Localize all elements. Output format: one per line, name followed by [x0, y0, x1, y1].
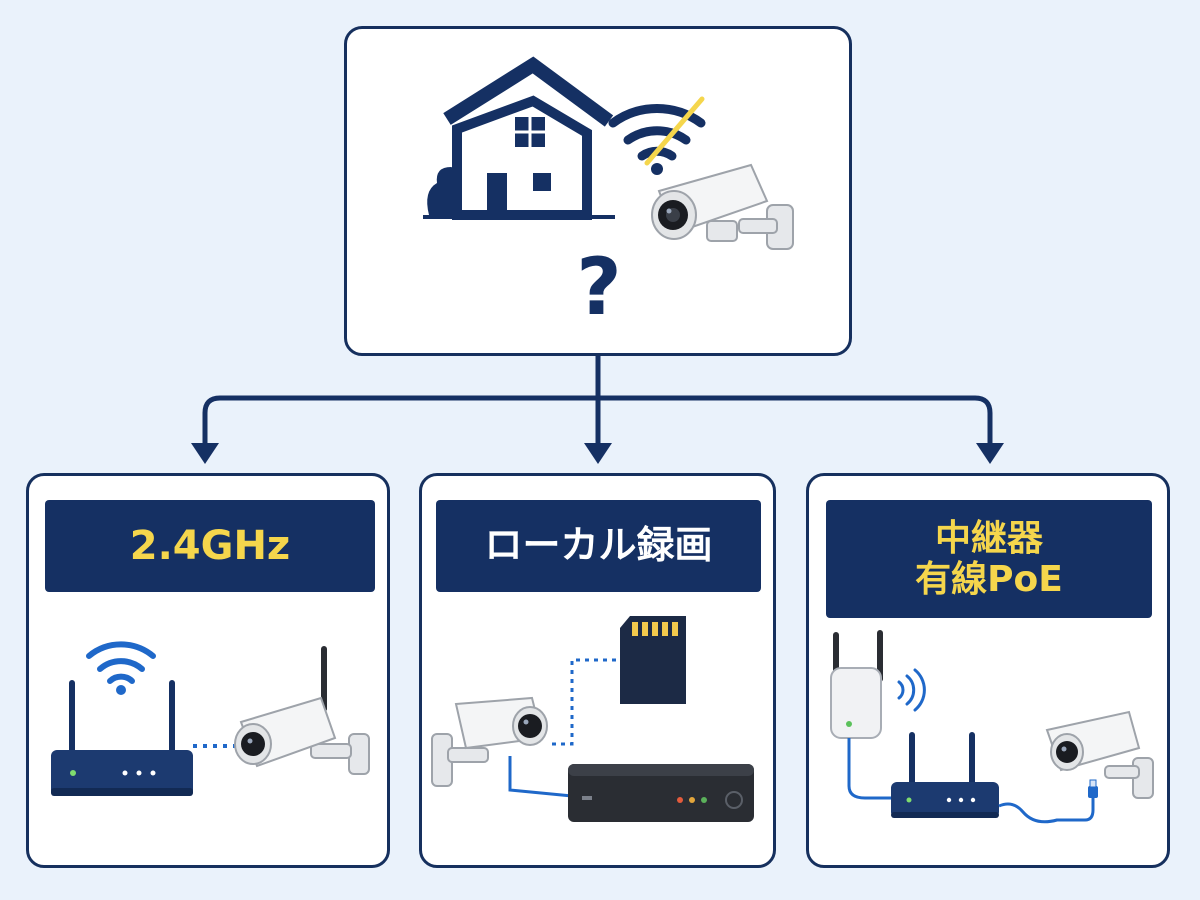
option-card-repeater-poe: 中継器 有線PoE — [806, 473, 1170, 868]
repeater-icon — [830, 630, 883, 739]
card-header-repeater-poe: 中継器 有線PoE — [826, 500, 1152, 618]
option-card-2.4ghz: 2.4GHz — [26, 473, 390, 868]
repeater-to-router-cable — [847, 738, 893, 800]
arrowhead-left — [191, 443, 219, 464]
camera-icon — [1045, 710, 1154, 799]
camera-icon — [234, 646, 370, 775]
wifi-illustration — [51, 641, 370, 796]
arrowhead-center — [584, 443, 612, 464]
card-header-2.4ghz: 2.4GHz — [45, 500, 375, 592]
card-header-local-recording: ローカル録画 — [436, 500, 761, 592]
repeater-illustration — [830, 630, 1154, 824]
poe-cable — [998, 796, 1095, 824]
local-recording-illustration — [431, 616, 754, 822]
recorder-icon — [568, 764, 754, 822]
arrow-branch-left — [202, 395, 601, 448]
wifi-icon — [86, 641, 156, 695]
wifi-off-icon — [608, 96, 706, 175]
question-mark: ? — [576, 243, 622, 333]
card-title: 2.4GHz — [129, 523, 291, 569]
option-card-local-recording: ローカル録画 — [419, 473, 776, 868]
house-icon — [423, 56, 615, 220]
camera-icon — [431, 696, 548, 787]
arrowhead-right — [976, 443, 1004, 464]
router-icon — [51, 680, 193, 796]
signal-icon — [897, 668, 926, 712]
camera-icon — [651, 163, 794, 250]
problem-panel: ? — [344, 26, 852, 356]
problem-illustration — [423, 56, 794, 250]
ethernet-plug-icon — [1088, 779, 1098, 798]
router-icon — [891, 732, 999, 818]
recorder-cable — [508, 756, 573, 798]
card-title-line2: 有線PoE — [915, 559, 1063, 600]
card-title: ローカル録画 — [484, 523, 713, 568]
card-title-line1: 中継器 — [934, 517, 1043, 559]
sd-card-icon — [620, 616, 686, 704]
arrow-branch-right — [595, 395, 993, 448]
storage-link — [552, 658, 618, 746]
